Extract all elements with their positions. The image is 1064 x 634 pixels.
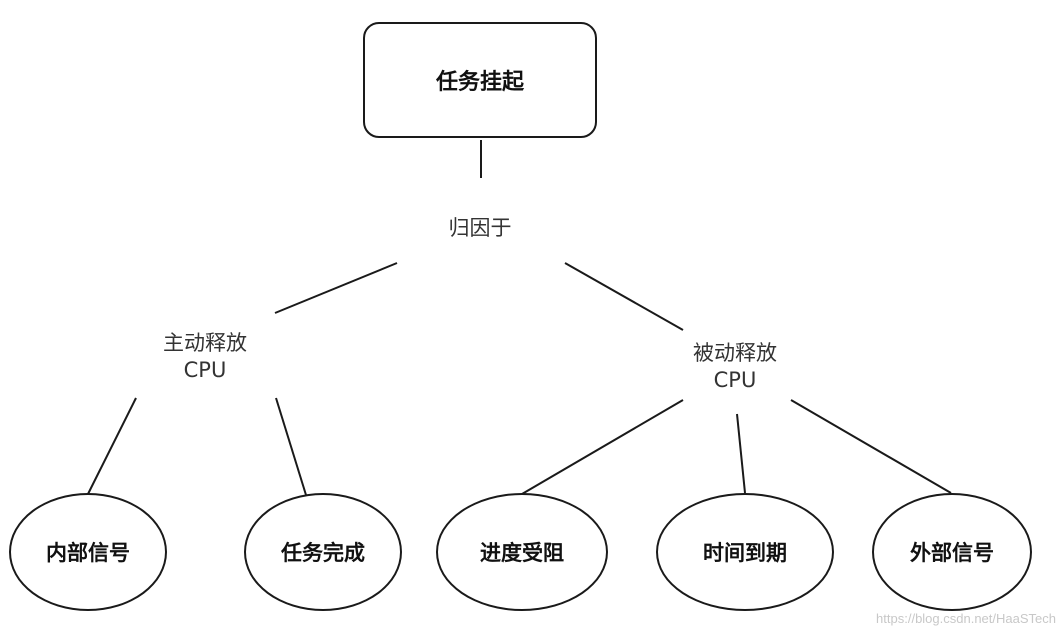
branch-passive-release: 被动释放 CPU bbox=[670, 340, 800, 394]
branch-active-label-line1: 主动释放 bbox=[163, 331, 247, 355]
branch-active-release: 主动释放 CPU bbox=[140, 330, 270, 384]
leaf-task-complete: 任务完成 bbox=[244, 493, 402, 611]
leaf-task-complete-label: 任务完成 bbox=[281, 541, 365, 565]
edge-cause-to-passive bbox=[564, 262, 684, 331]
leaf-progress-blocked: 进度受阻 bbox=[436, 493, 608, 611]
root-node: 任务挂起 bbox=[363, 22, 597, 138]
edge-cause-to-active bbox=[274, 262, 398, 314]
edge-passive-to-external-signal bbox=[790, 399, 952, 494]
leaf-external-signal-label: 外部信号 bbox=[910, 541, 994, 565]
leaf-time-expired-label: 时间到期 bbox=[703, 541, 787, 565]
branch-active-label-line2: CPU bbox=[183, 358, 227, 382]
leaf-time-expired: 时间到期 bbox=[656, 493, 834, 611]
leaf-internal-signal-label: 内部信号 bbox=[46, 541, 130, 565]
edge-active-to-internal-signal bbox=[87, 397, 137, 495]
edge-passive-to-progress-blocked bbox=[521, 399, 684, 495]
leaf-external-signal: 外部信号 bbox=[872, 493, 1032, 611]
connector-label: 归因于 bbox=[448, 216, 512, 240]
watermark: https://blog.csdn.net/HaaSTech bbox=[876, 611, 1056, 626]
root-node-label: 任务挂起 bbox=[435, 70, 524, 95]
edge-active-to-task-complete bbox=[275, 397, 307, 496]
leaf-internal-signal: 内部信号 bbox=[9, 493, 167, 611]
branch-passive-label-line2: CPU bbox=[713, 368, 757, 392]
edge-passive-to-time-expired bbox=[736, 413, 746, 494]
branch-passive-label-line1: 被动释放 bbox=[693, 341, 777, 365]
leaf-progress-blocked-label: 进度受阻 bbox=[480, 541, 564, 565]
